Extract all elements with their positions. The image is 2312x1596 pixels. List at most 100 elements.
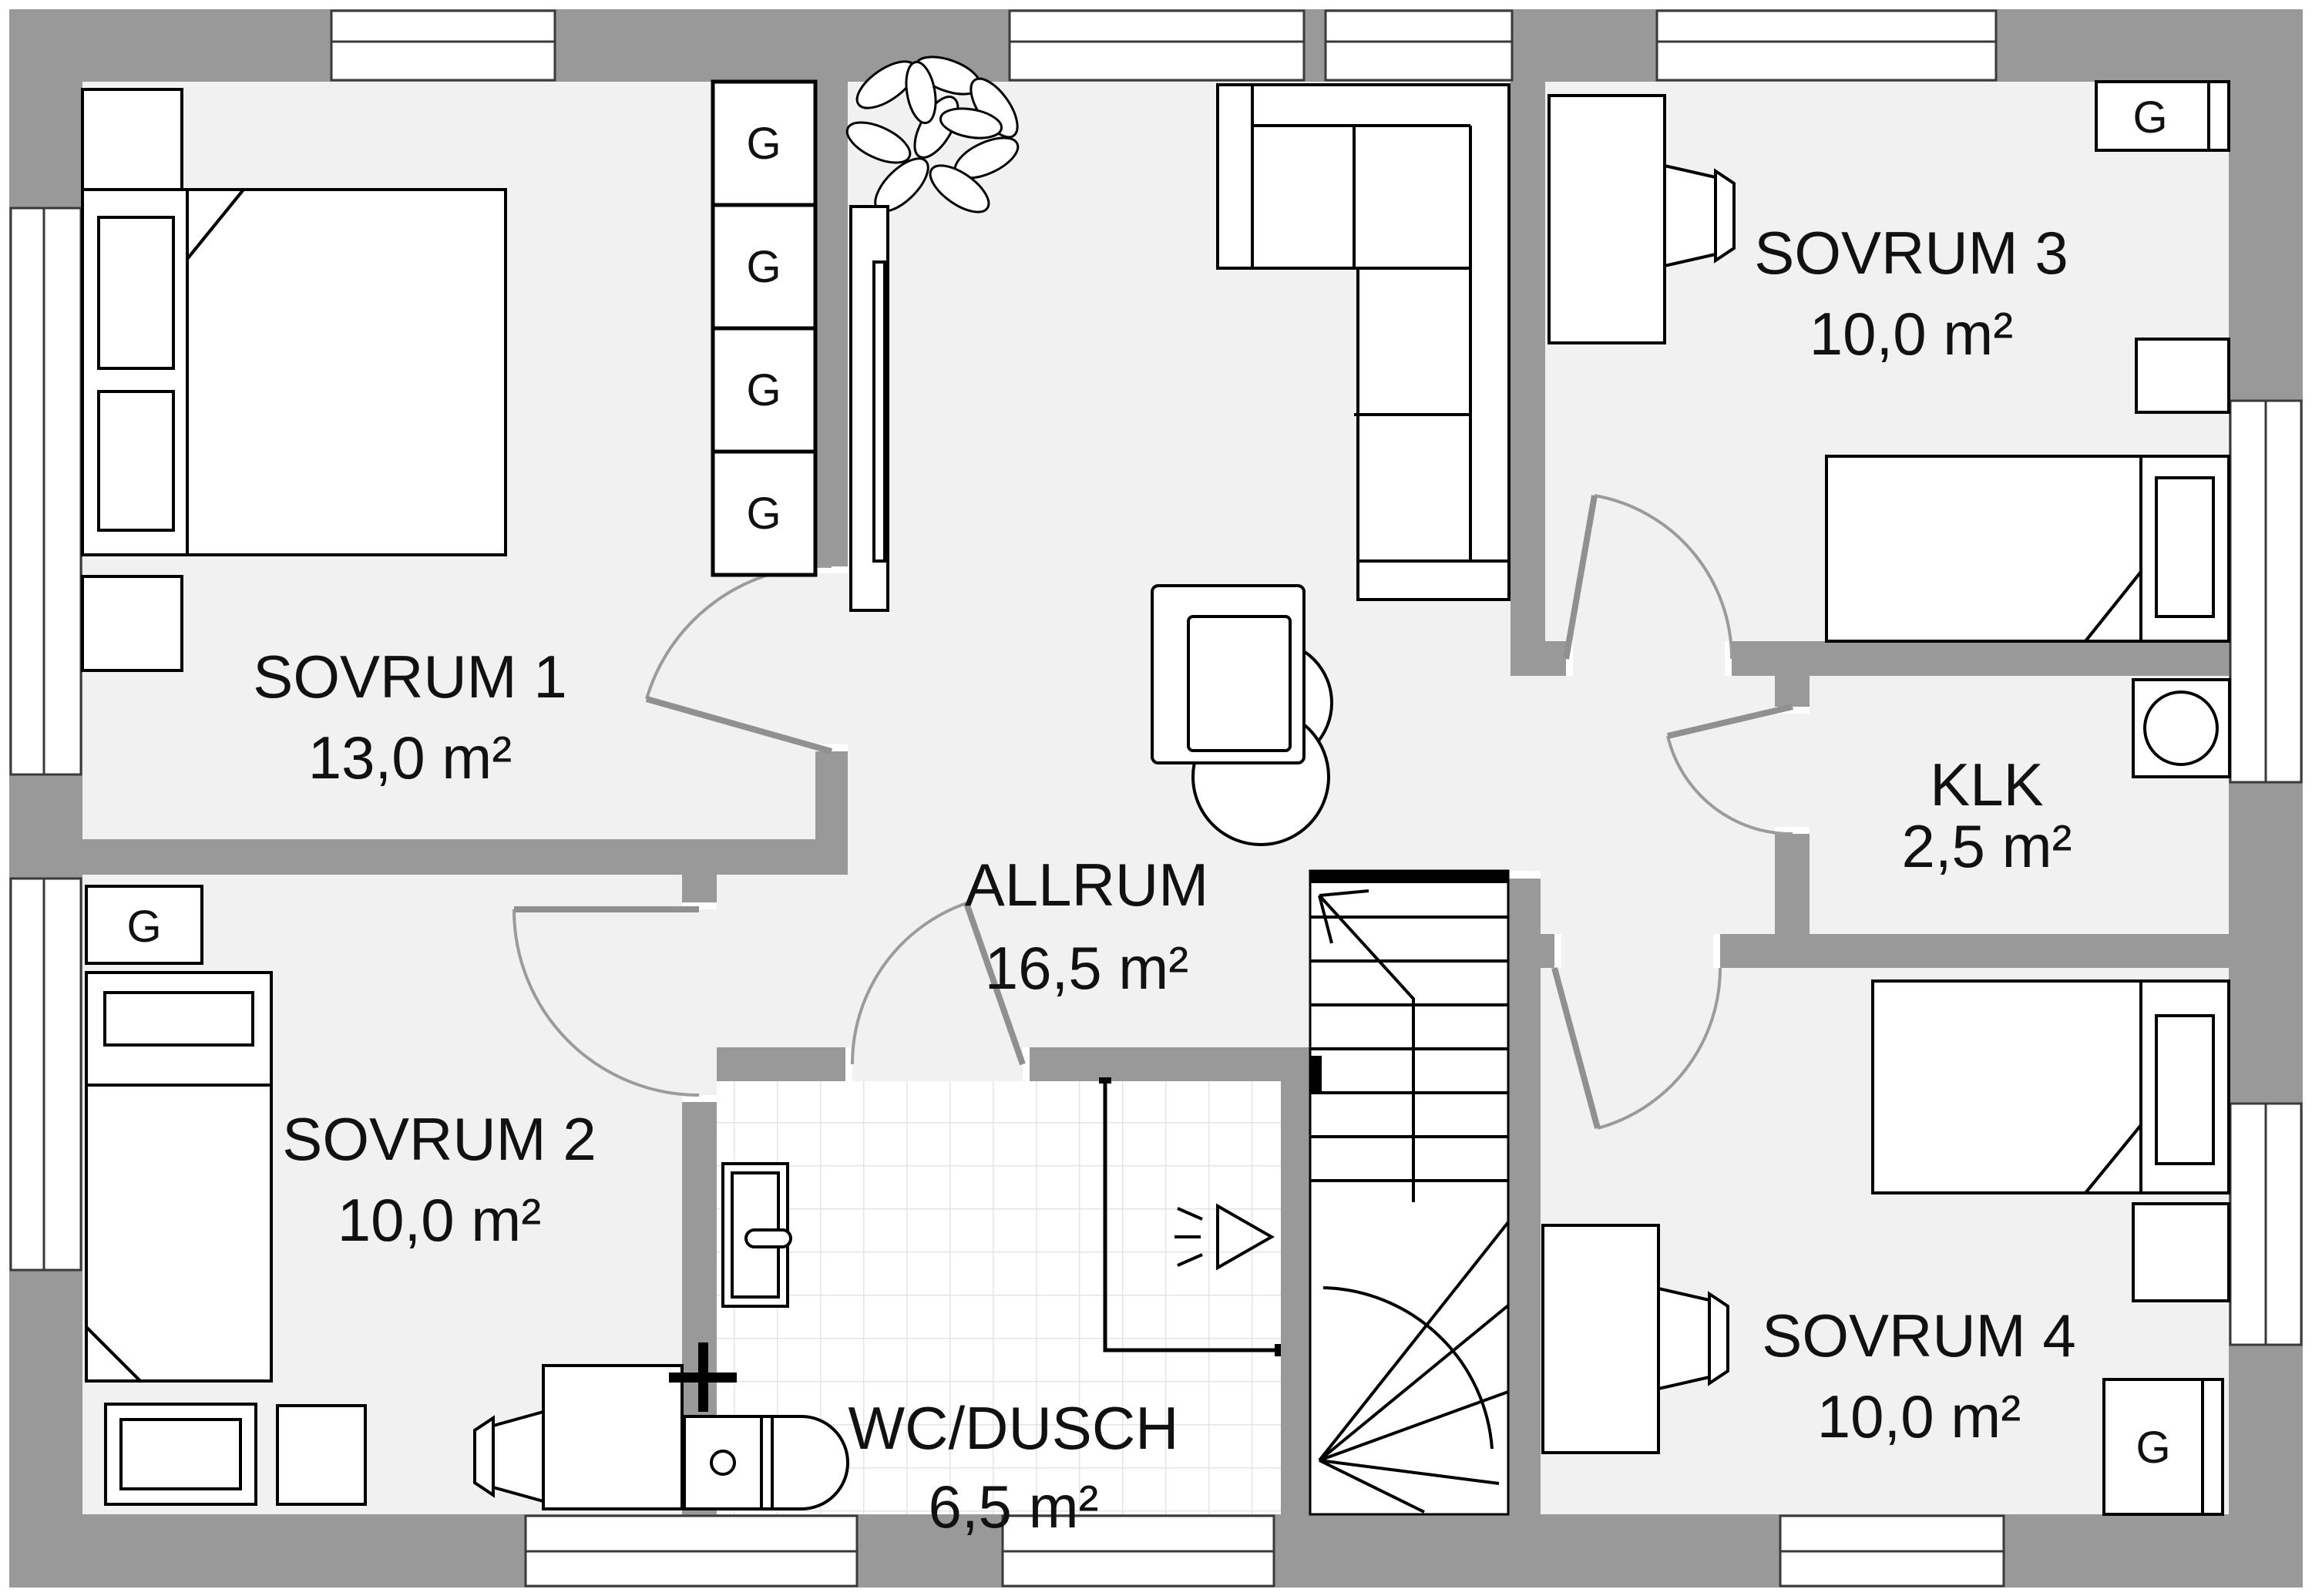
wall-s4-north xyxy=(1720,934,2229,968)
tv xyxy=(872,260,886,563)
door-sovrum4 xyxy=(1551,966,1722,1130)
nightstand xyxy=(276,1404,367,1506)
wall-klk-west-upper xyxy=(1775,676,1810,707)
staircase-newel-post xyxy=(1311,1056,1322,1091)
wardrobe-labels: G G G G G G G xyxy=(126,92,2170,1473)
room-label-klk-area: 2,5 m² xyxy=(1901,812,2072,880)
door-swing-arc xyxy=(1666,735,1793,836)
door-leaf xyxy=(1551,966,1601,1130)
nightstand xyxy=(2135,338,2230,414)
staircase-walkline-arc xyxy=(1322,1286,1494,1450)
wall-wc-stair xyxy=(1281,1081,1310,1514)
chair xyxy=(1663,163,1736,268)
plant-icon xyxy=(845,55,1020,213)
shower-enclosure xyxy=(1099,1077,1281,1356)
wardrobe-g-label: G xyxy=(746,119,781,169)
room-label-allrum-area: 16,5 m² xyxy=(985,934,1188,1002)
pillow xyxy=(2155,1014,2215,1165)
door-swing-arc xyxy=(1594,494,1734,660)
wall-exterior-right xyxy=(2229,9,2303,1588)
window-top-allrum-left xyxy=(1008,9,1306,82)
room-label-sovrum4-name: SOVRUM 4 xyxy=(1762,1302,2075,1369)
bed-fold-corner xyxy=(2082,1121,2142,1194)
room-label-allrum-name: ALLRUM xyxy=(965,851,1208,919)
floor-staircase xyxy=(1310,871,1508,1514)
furniture-sovrum3 xyxy=(1547,80,2230,643)
room-label-sovrum1-name: SOVRUM 1 xyxy=(253,643,566,711)
chair xyxy=(473,1410,545,1504)
window-top-sovrum3 xyxy=(1655,9,1998,82)
corner-sofa xyxy=(1216,83,1511,601)
room-label-sovrum1-area: 13,0 m² xyxy=(308,724,512,791)
wardrobe-g-label: G xyxy=(746,489,781,539)
staircase-direction-arrow xyxy=(1318,889,1415,1202)
toilet-icon xyxy=(683,1415,849,1510)
room-label-sovrum2-name: SOVRUM 2 xyxy=(282,1105,596,1173)
wall-allrum-wc-right xyxy=(1023,1047,1310,1081)
room-label-sovrum3-name: SOVRUM 3 xyxy=(1754,219,2068,287)
bed-fold-corner xyxy=(85,1323,144,1383)
nightstand xyxy=(2132,1202,2230,1302)
wall-stair-right xyxy=(1508,871,1541,1514)
door-leaf xyxy=(645,696,833,754)
door-klk xyxy=(1666,704,1793,836)
shower-head-icon xyxy=(1174,1203,1275,1271)
pillow xyxy=(97,390,175,532)
sink-icon xyxy=(721,1162,792,1308)
wardrobe-g xyxy=(2102,1378,2224,1516)
room-label-sovrum3-area: 10,0 m² xyxy=(1810,300,2013,368)
staircase-winders xyxy=(1318,1221,1510,1514)
door-leaf xyxy=(963,902,1026,1066)
bed-fold-corner xyxy=(186,188,247,264)
wardrobe-g-label: G xyxy=(2132,92,2167,143)
room-label-sovrum2-area: 10,0 m² xyxy=(338,1186,541,1254)
window-top-sovrum1 xyxy=(330,9,556,82)
nightstand xyxy=(81,575,183,672)
tv-bench xyxy=(849,205,889,612)
door-leaf xyxy=(1563,495,1598,660)
staircase xyxy=(1309,869,1510,1516)
wall-klk-west-lower xyxy=(1775,834,1810,934)
wardrobe-g xyxy=(2095,80,2230,152)
wardrobe-g-label: G xyxy=(746,365,781,415)
door-leaf xyxy=(1667,704,1793,739)
room-label-klk-name: KLK xyxy=(1930,751,2043,818)
window-bottom-wc xyxy=(1001,1514,1275,1588)
staircase-top-edge xyxy=(1310,871,1508,883)
desk xyxy=(1547,94,1666,344)
door-jambs xyxy=(682,566,1810,1102)
furniture-sovrum2 xyxy=(85,885,684,1510)
armchair xyxy=(1151,584,1306,764)
door-wc xyxy=(850,902,1026,1066)
window-bottom-sovrum4 xyxy=(1779,1514,2005,1588)
furniture-allrum xyxy=(845,55,1511,846)
wardrobe-g-bank xyxy=(711,79,818,577)
faucet-cross-icon xyxy=(669,1342,737,1412)
wall-s4-north-stub xyxy=(1541,934,1554,968)
window-bottom-sovrum2 xyxy=(524,1514,859,1588)
desk xyxy=(542,1364,684,1510)
wall-allrum-s3 xyxy=(1511,82,1545,676)
furniture-sovrum1 xyxy=(81,79,818,672)
fixtures-klk xyxy=(2132,678,2231,778)
pillow xyxy=(2155,476,2215,618)
washing-machine-icon xyxy=(2132,678,2231,778)
pillow xyxy=(103,991,254,1047)
window-right-sovrum4 xyxy=(2229,1102,2303,1346)
room-label-wc-area: 6,5 m² xyxy=(928,1473,1098,1541)
room-labels: SOVRUM 1 13,0 m² SOVRUM 2 10,0 m² SOVRUM… xyxy=(253,219,2075,1541)
staircase-treads xyxy=(1310,916,1508,1182)
window-right-sovrum3-klk xyxy=(2229,399,2303,784)
pillow xyxy=(97,216,175,370)
wall-s3-south xyxy=(1732,641,2229,676)
wall-allrum-wc-left xyxy=(717,1047,852,1081)
door-swing-arc xyxy=(850,902,967,1065)
fixtures-wc xyxy=(669,1077,1281,1510)
window-left-sovrum1 xyxy=(9,207,82,776)
wardrobe-g-label: G xyxy=(2136,1423,2170,1473)
door-sovrum3 xyxy=(1563,494,1734,660)
wall-s1-s2 xyxy=(82,839,848,875)
door-swing-arc xyxy=(512,909,700,1097)
